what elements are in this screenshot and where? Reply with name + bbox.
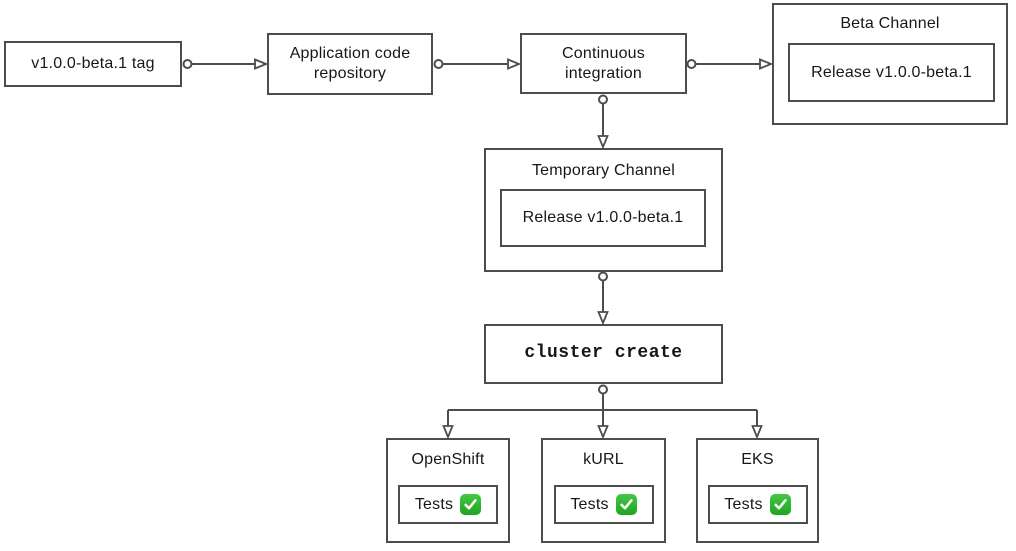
connector-cluster-create-to-clusters [442,384,763,440]
kurl-tests-box: Tests [553,485,654,524]
openshift-title: OpenShift [411,451,485,468]
openshift-tests-box: Tests [398,485,498,524]
green-check-icon [615,494,637,515]
node-version-tag: v1.0.0-beta.1 tag [4,41,182,87]
green-check-icon [460,494,482,515]
connector-tag-to-repository [182,58,269,70]
temporary-channel-release-label: Release v1.0.0-beta.1 [522,209,684,227]
connector-ci-to-temporary-channel [597,94,609,150]
beta-channel-title: Beta Channel [840,15,940,32]
node-application-code-repository: Application code repository [267,33,433,95]
connector-repository-to-ci [433,58,522,70]
beta-channel-release-box: Release v1.0.0-beta.1 [788,43,995,102]
node-beta-channel: Beta Channel Release v1.0.0-beta.1 [772,3,1008,125]
version-tag-label: v1.0.0-beta.1 tag [31,55,155,73]
node-cluster-create: cluster create [484,324,723,384]
application-code-repository-label: Application code repository [289,45,411,82]
green-check-icon [769,494,791,515]
temporary-channel-title: Temporary Channel [531,162,676,179]
eks-tests-box: Tests [707,485,808,524]
beta-channel-release-label: Release v1.0.0-beta.1 [811,63,972,81]
node-eks: EKS Tests [696,438,819,543]
cluster-create-label: cluster create [524,343,683,364]
kurl-title: kURL [583,451,624,468]
connector-ci-to-beta-channel [686,58,774,70]
node-openshift: OpenShift Tests [386,438,510,543]
openshift-tests-label: Tests [414,495,454,513]
continuous-integration-label: Continuous integration [562,44,645,82]
node-kurl: kURL Tests [541,438,666,543]
eks-tests-label: Tests [724,495,763,513]
node-temporary-channel: Temporary Channel Release v1.0.0-beta.1 [484,148,723,272]
node-continuous-integration: Continuous integration [520,33,687,94]
connector-temporary-channel-to-cluster-create [597,271,609,326]
temporary-channel-release-box: Release v1.0.0-beta.1 [500,189,706,247]
eks-title: EKS [741,451,774,468]
kurl-tests-label: Tests [570,495,609,513]
